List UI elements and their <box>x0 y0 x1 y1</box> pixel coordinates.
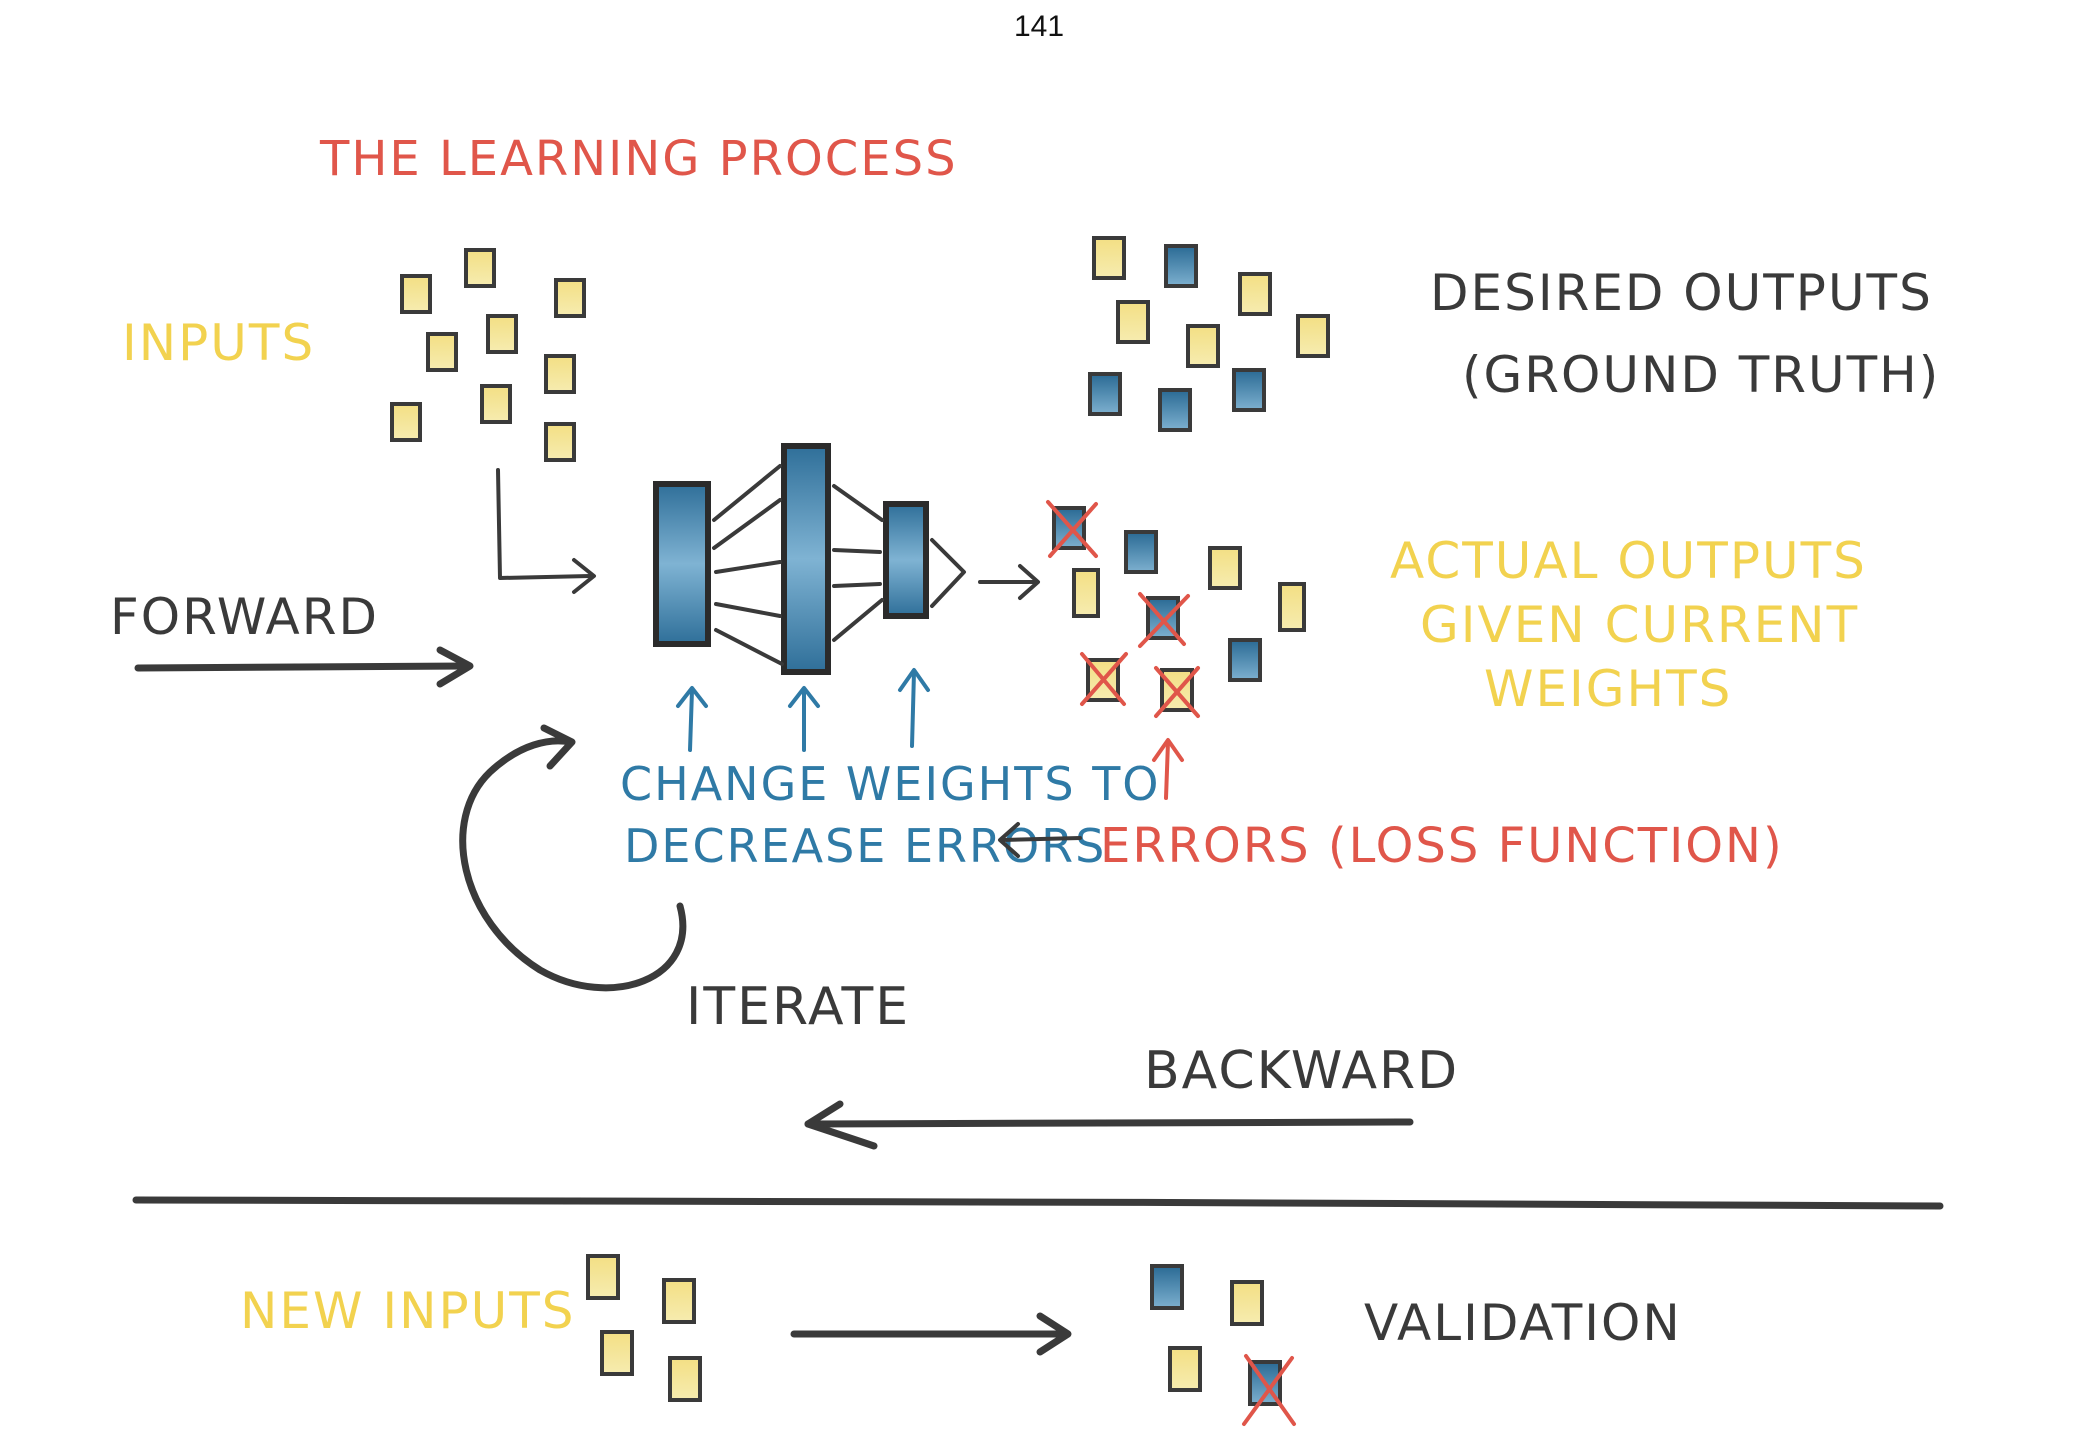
actual-outputs-label-3: WEIGHTS <box>1484 660 1732 718</box>
change-weights-label-2: DECREASE ERRORS <box>624 819 1106 873</box>
desired-outputs-label: DESIRED OUTPUTS <box>1430 264 1933 322</box>
new-input-squares <box>586 1254 702 1402</box>
ground-truth-label: (GROUND TRUTH) <box>1462 346 1940 404</box>
network-output-arrow <box>978 564 1040 600</box>
network-layer-3 <box>883 501 929 619</box>
divider-line <box>132 1196 1944 1210</box>
new-input-square <box>600 1330 634 1376</box>
actual-square <box>1208 546 1242 590</box>
validation-square <box>1230 1280 1264 1326</box>
desired-output-squares <box>1088 236 1330 432</box>
error-crosses <box>1046 500 1200 718</box>
new-input-square <box>668 1356 702 1402</box>
input-square <box>486 314 518 354</box>
validation-label: VALIDATION <box>1364 1294 1682 1352</box>
input-squares <box>390 248 586 462</box>
validation-square <box>1150 1264 1184 1310</box>
neural-network <box>653 443 966 675</box>
network-layer-2 <box>781 443 831 675</box>
network-layer-1 <box>653 481 711 647</box>
forward-arrow <box>134 646 474 688</box>
input-square <box>390 402 422 442</box>
input-square <box>426 332 458 372</box>
desired-square <box>1092 236 1126 280</box>
new-input-square <box>662 1278 696 1324</box>
desired-square <box>1232 368 1266 412</box>
actual-outputs-label-2: GIVEN CURRENT <box>1420 596 1859 654</box>
input-square <box>400 274 432 314</box>
desired-square <box>1296 314 1330 358</box>
new-inputs-label: NEW INPUTS <box>240 1282 576 1340</box>
actual-square <box>1072 568 1100 618</box>
input-square <box>480 384 512 424</box>
change-weights-label-1: CHANGE WEIGHTS TO <box>620 757 1161 811</box>
weight-update-arrows <box>676 668 930 752</box>
actual-output-squares <box>1052 506 1306 712</box>
errors-up-arrow <box>1152 738 1184 800</box>
desired-square <box>1088 372 1122 416</box>
validation-square <box>1168 1346 1202 1392</box>
desired-square <box>1158 388 1192 432</box>
backward-arrow <box>804 1100 1414 1150</box>
iterate-loop <box>459 724 687 992</box>
page-number: 141 <box>1013 10 1065 43</box>
errors-to-weights-arrow <box>998 822 1082 858</box>
desired-square <box>1238 272 1272 316</box>
input-arrow <box>496 468 596 594</box>
input-square <box>544 422 576 462</box>
actual-outputs-label-1: ACTUAL OUTPUTS <box>1390 532 1867 590</box>
diagram-title: THE LEARNING PROCESS <box>319 131 958 187</box>
forward-label: FORWARD <box>110 588 379 646</box>
validation-arrow <box>790 1312 1072 1356</box>
iterate-label: ITERATE <box>686 977 910 1037</box>
errors-label: ERRORS (LOSS FUNCTION) <box>1100 818 1784 874</box>
desired-square <box>1164 244 1198 288</box>
input-square <box>554 278 586 318</box>
new-input-square <box>586 1254 620 1300</box>
actual-square <box>1228 638 1262 682</box>
desired-square <box>1116 300 1150 344</box>
input-square <box>544 354 576 394</box>
actual-square <box>1278 582 1306 632</box>
validation-squares <box>1150 1264 1296 1426</box>
backward-label: BACKWARD <box>1144 1041 1459 1101</box>
actual-square <box>1124 530 1158 574</box>
input-square <box>464 248 496 288</box>
inputs-label: INPUTS <box>122 314 315 372</box>
desired-square <box>1186 324 1220 368</box>
